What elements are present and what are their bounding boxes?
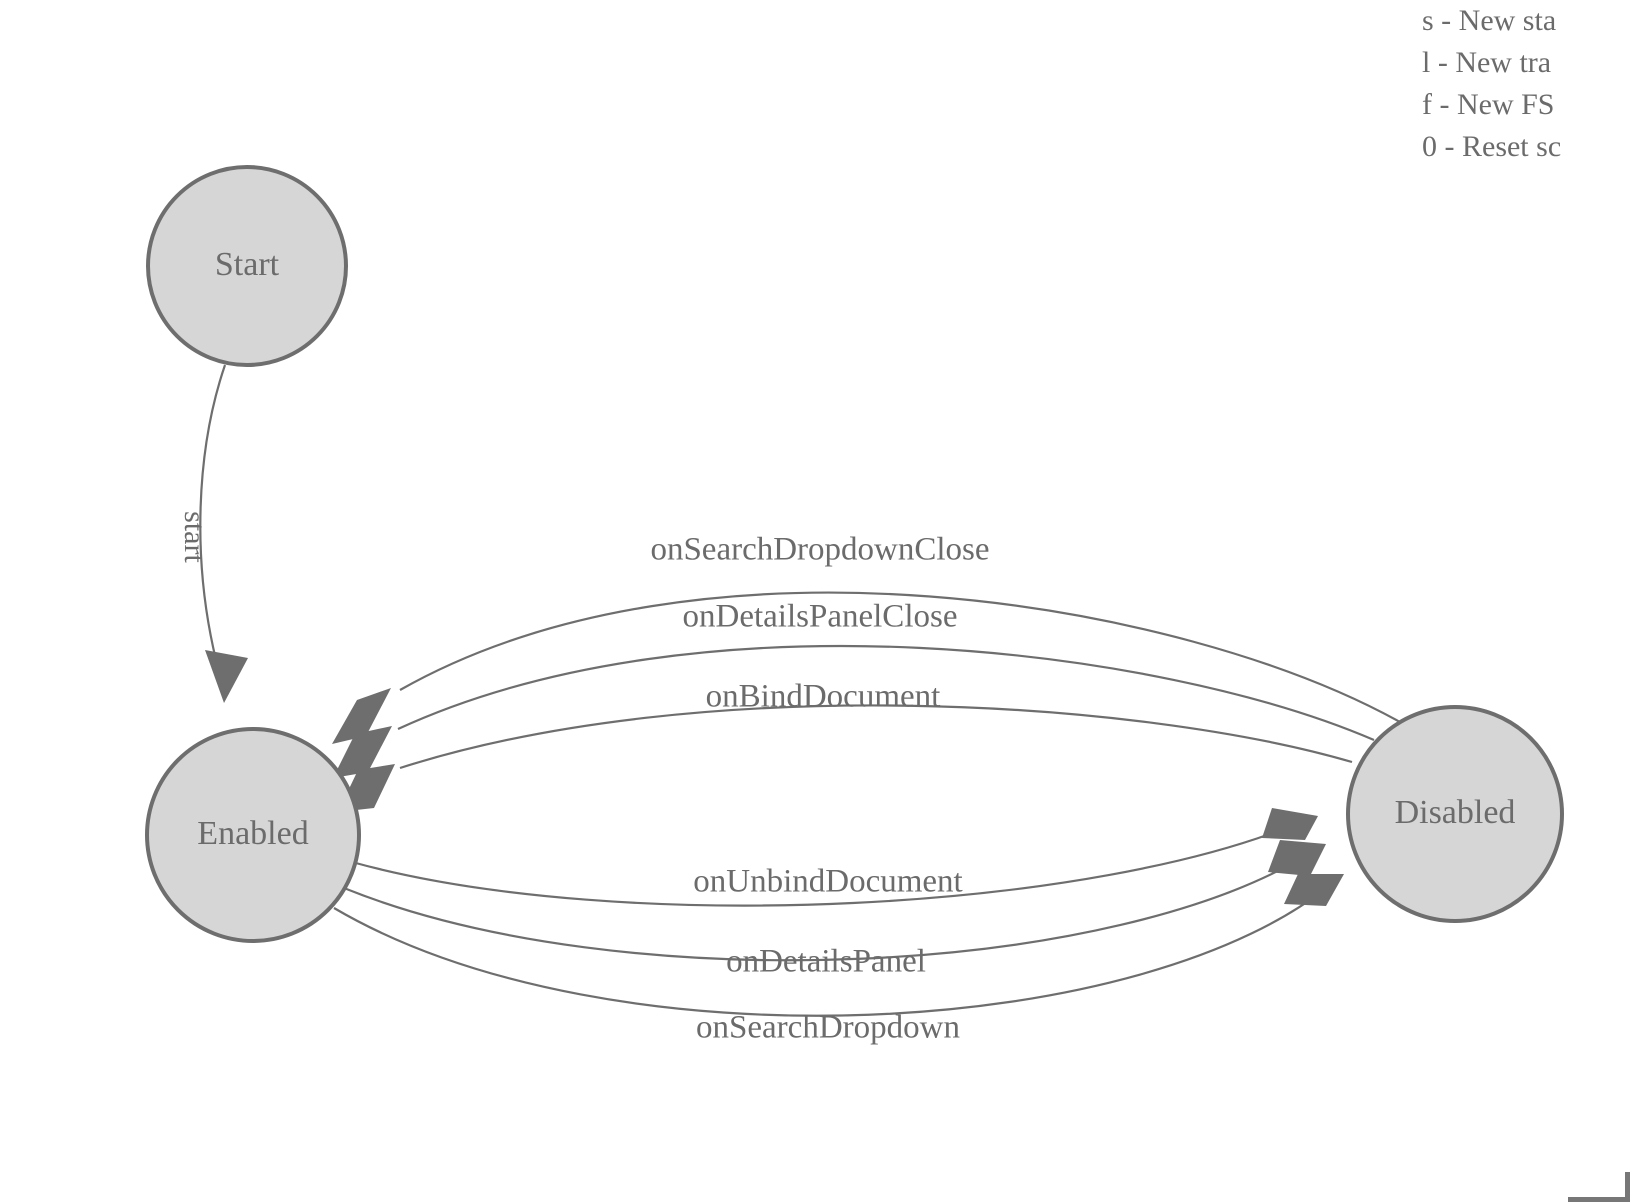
- edge-en-to-dis-unbind[interactable]: [351, 808, 1318, 907]
- edge-dis-to-en-detailsclose-arrowhead: [333, 726, 392, 778]
- edge-dis-to-en-bind[interactable]: [338, 704, 1353, 812]
- edge-en-to-dis-details[interactable]: [343, 840, 1326, 962]
- node-start[interactable]: Start: [146, 165, 348, 367]
- node-enabled-circle: [145, 727, 361, 943]
- help-line-new-fsm: f - New FS: [1422, 88, 1555, 121]
- edge-label-onsearchdropdownclose: onSearchDropdownClose: [650, 532, 989, 568]
- help-line-new-transition: l - New tra: [1422, 46, 1552, 79]
- node-enabled-label: Enabled: [197, 815, 308, 852]
- edge-en-to-dis-unbind-path: [351, 816, 1311, 907]
- edge-dis-to-en-bind-path: [399, 704, 1353, 770]
- edge-en-to-dis-search-arrowhead: [1284, 874, 1344, 906]
- help-line-new-state: s - New sta: [1422, 4, 1557, 37]
- help-line-reset-scale: 0 - Reset sc: [1422, 130, 1562, 163]
- edge-dis-to-en-searchclose-path: [399, 591, 1401, 723]
- edge-label-onsearchdropdown: onSearchDropdown: [696, 1010, 960, 1046]
- edge-start-to-enabled-path: [199, 364, 227, 661]
- edge-en-to-dis-search-path: [333, 879, 1337, 1017]
- node-start-circle: [146, 165, 348, 367]
- edge-en-to-dis-details-path: [343, 847, 1319, 962]
- edge-dis-to-en-searchclose-arrowhead: [332, 688, 391, 744]
- edge-dis-to-en-detailsclose-path: [397, 644, 1375, 742]
- edge-start-to-enabled-arrowhead: [205, 650, 248, 703]
- node-enabled[interactable]: Enabled: [145, 727, 361, 943]
- resize-handle-icon[interactable]: [1568, 1172, 1630, 1202]
- node-disabled-circle: [1346, 705, 1564, 923]
- edge-label-ondetailspanelclose: onDetailsPanelClose: [683, 599, 958, 635]
- node-disabled-label: Disabled: [1395, 794, 1516, 831]
- edge-dis-to-en-detailsclose[interactable]: [333, 644, 1375, 778]
- edge-label-onunbinddocument: onUnbindDocument: [693, 864, 962, 900]
- edge-label-ondetailspanel: onDetailsPanel: [726, 944, 926, 980]
- edge-en-to-dis-search[interactable]: [333, 874, 1344, 1017]
- edge-start-to-enabled[interactable]: [199, 364, 248, 703]
- edge-en-to-dis-unbind-arrowhead: [1262, 808, 1318, 840]
- edge-label-start: start: [178, 511, 211, 563]
- edge-en-to-dis-details-arrowhead: [1268, 840, 1326, 876]
- help-legend: s - New sta l - New tra f - New FS 0 - R…: [1422, 0, 1632, 168]
- edge-dis-to-en-searchclose[interactable]: [332, 591, 1401, 744]
- node-disabled[interactable]: Disabled: [1346, 705, 1564, 923]
- node-start-label: Start: [215, 246, 280, 283]
- edge-label-onbinddocument: onBindDocument: [706, 679, 941, 715]
